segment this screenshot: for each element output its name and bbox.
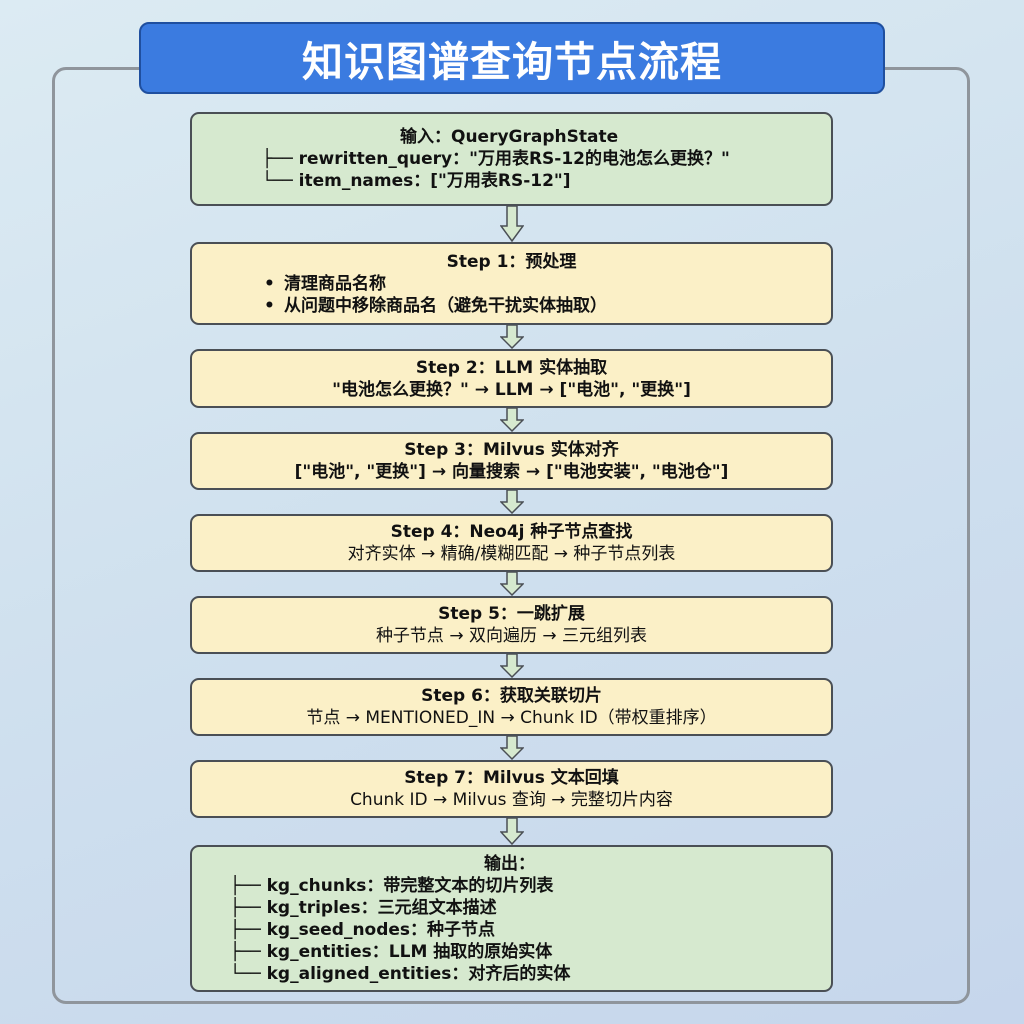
input-line-rewritten-query: ├── rewritten_query："万用表RS-12的电池怎么更换？" bbox=[262, 149, 730, 169]
step-1-title: Step 1：预处理 bbox=[446, 251, 577, 272]
step-5-detail: 种子节点 → 双向遍历 → 三元组列表 bbox=[375, 626, 648, 646]
step-4-detail: 对齐实体 → 精确/模糊匹配 → 种子节点列表 bbox=[347, 544, 676, 564]
step-6-title: Step 6：获取关联切片 bbox=[421, 686, 602, 706]
output-header: 输出： bbox=[484, 853, 535, 874]
input-line-item-names: └── item_names：["万用表RS-12"] bbox=[262, 171, 571, 191]
flow-arrow-down-icon bbox=[500, 408, 524, 432]
step-1-bullet: 清理商品名称 bbox=[264, 273, 831, 295]
step-4-title: Step 4：Neo4j 种子节点查找 bbox=[390, 522, 633, 542]
step-7-box: Step 7：Milvus 文本回填 Chunk ID → Milvus 查询 … bbox=[190, 760, 833, 818]
step-3-detail: ["电池", "更换"] → 向量搜索 → ["电池安装", "电池仓"] bbox=[294, 462, 729, 482]
flow-arrow-down-icon bbox=[500, 736, 524, 760]
step-3-title: Step 3：Milvus 实体对齐 bbox=[404, 440, 619, 460]
output-line-kg-entities: ├── kg_entities：LLM 抽取的原始实体 bbox=[230, 941, 553, 962]
step-2-title: Step 2：LLM 实体抽取 bbox=[415, 357, 608, 378]
output-line-kg-seed-nodes: ├── kg_seed_nodes：种子节点 bbox=[230, 919, 496, 940]
step-3-box: Step 3：Milvus 实体对齐 ["电池", "更换"] → 向量搜索 →… bbox=[190, 432, 833, 490]
step-4-box: Step 4：Neo4j 种子节点查找 对齐实体 → 精确/模糊匹配 → 种子节… bbox=[190, 514, 833, 572]
step-6-box: Step 6：获取关联切片 节点 → MENTIONED_IN → Chunk … bbox=[190, 678, 833, 736]
output-box: 输出： ├── kg_chunks：带完整文本的切片列表 ├── kg_trip… bbox=[190, 845, 833, 992]
output-line-kg-triples: ├── kg_triples：三元组文本描述 bbox=[230, 897, 497, 918]
step-5-title: Step 5：一跳扩展 bbox=[438, 604, 585, 624]
step-6-detail: 节点 → MENTIONED_IN → Chunk ID（带权重排序） bbox=[306, 708, 717, 728]
flow-arrow-down-icon bbox=[500, 206, 524, 242]
flow-arrow-down-icon bbox=[500, 325, 524, 349]
flow-arrow-down-icon bbox=[500, 572, 524, 596]
output-line-kg-aligned-entities: └── kg_aligned_entities：对齐后的实体 bbox=[230, 963, 571, 984]
step-2-detail: "电池怎么更换？" → LLM → ["电池", "更换"] bbox=[332, 379, 691, 400]
step-2-box: Step 2：LLM 实体抽取 "电池怎么更换？" → LLM → ["电池",… bbox=[190, 349, 833, 408]
flow-arrow-down-icon bbox=[500, 818, 524, 845]
output-line-kg-chunks: ├── kg_chunks：带完整文本的切片列表 bbox=[230, 875, 554, 896]
diagram-title: 知识图谱查询节点流程 bbox=[139, 22, 885, 94]
input-box: 输入：QueryGraphState ├── rewritten_query："… bbox=[190, 112, 833, 206]
flow-arrow-down-icon bbox=[500, 490, 524, 514]
step-1-box: Step 1：预处理 清理商品名称 从问题中移除商品名（避免干扰实体抽取） bbox=[190, 242, 833, 325]
step-1-bullet: 从问题中移除商品名（避免干扰实体抽取） bbox=[264, 295, 831, 317]
step-7-detail: Chunk ID → Milvus 查询 → 完整切片内容 bbox=[350, 790, 673, 810]
step-5-box: Step 5：一跳扩展 种子节点 → 双向遍历 → 三元组列表 bbox=[190, 596, 833, 654]
step-7-title: Step 7：Milvus 文本回填 bbox=[404, 768, 619, 788]
input-header: 输入：QueryGraphState bbox=[400, 127, 619, 147]
flow-arrow-down-icon bbox=[500, 654, 524, 678]
